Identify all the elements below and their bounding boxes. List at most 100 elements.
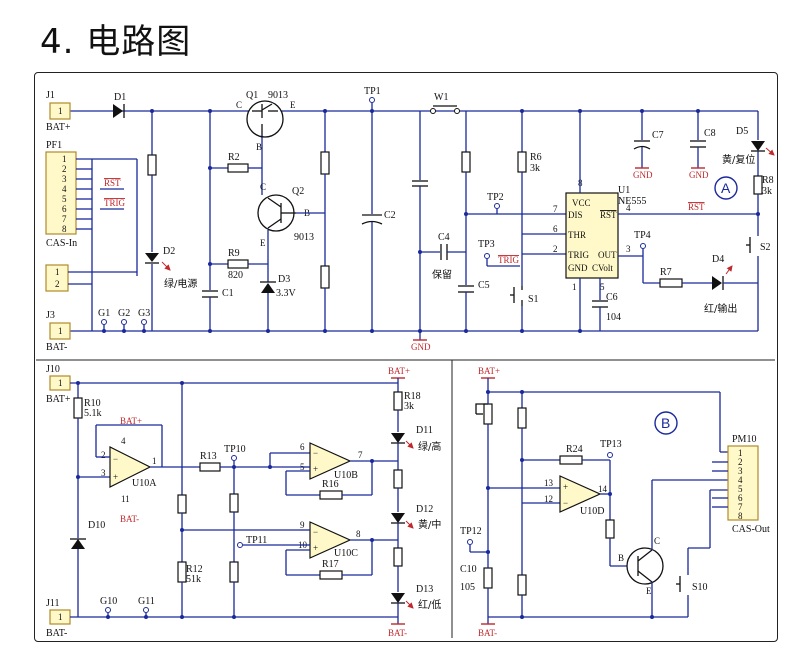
- svg-text:R6: R6: [530, 152, 542, 163]
- svg-text:BAT-: BAT-: [388, 628, 407, 638]
- svg-text:PF1: PF1: [46, 140, 62, 151]
- svg-text:C: C: [654, 536, 660, 546]
- resistor-r24: R24: [559, 444, 583, 465]
- test-point-tp11: TP11: [237, 535, 267, 548]
- test-point-tp1: TP1: [364, 86, 381, 103]
- svg-text:R8: R8: [762, 175, 774, 186]
- resistor-r7: R7: [659, 267, 683, 288]
- svg-text:4: 4: [738, 475, 743, 485]
- svg-text:D13: D13: [416, 584, 433, 595]
- svg-text:S2: S2: [760, 242, 771, 253]
- zener-d10: D10: [70, 520, 105, 549]
- svg-text:9013: 9013: [268, 90, 288, 101]
- svg-text:+: +: [563, 482, 568, 492]
- svg-text:PM10: PM10: [732, 434, 756, 445]
- svg-text:C5: C5: [478, 280, 490, 291]
- svg-text:U10A: U10A: [132, 478, 157, 489]
- svg-text:3.3V: 3.3V: [276, 288, 297, 299]
- svg-text:11: 11: [121, 494, 130, 504]
- svg-text:3: 3: [738, 466, 743, 476]
- svg-text:VCC: VCC: [572, 198, 591, 208]
- svg-text:绿/电源: 绿/电源: [164, 277, 197, 290]
- svg-text:R18: R18: [404, 391, 421, 402]
- test-point-tp3: TP3 TRIG: [478, 239, 519, 265]
- rail-bat-plus: BAT+: [388, 366, 410, 379]
- svg-text:D1: D1: [114, 92, 126, 103]
- svg-text:GND: GND: [568, 263, 588, 273]
- svg-text:E: E: [646, 586, 652, 596]
- svg-text:7: 7: [358, 450, 363, 460]
- svg-text:3k: 3k: [762, 186, 772, 197]
- svg-text:TP1: TP1: [364, 86, 381, 97]
- svg-text:U10B: U10B: [334, 470, 358, 481]
- svg-text:S1: S1: [528, 294, 539, 305]
- svg-text:3: 3: [101, 468, 106, 478]
- svg-text:红/输出: 红/输出: [704, 302, 737, 315]
- svg-text:D4: D4: [712, 254, 724, 265]
- svg-text:5: 5: [62, 194, 67, 204]
- svg-text:C2: C2: [384, 210, 396, 221]
- svg-text:TP4: TP4: [634, 230, 651, 241]
- connector-j10: J10 1 BAT+: [46, 364, 71, 405]
- svg-text:BAT+: BAT+: [478, 366, 500, 376]
- ic-u1-ne555: VCC DIS THR TRIG GND CVolt OUT RST U1 NE…: [553, 178, 646, 292]
- svg-text:5: 5: [600, 282, 605, 292]
- svg-text:A: A: [721, 180, 731, 196]
- svg-text:3k: 3k: [530, 163, 540, 174]
- capacitor-c8: C8: [690, 128, 716, 148]
- schematic-frame: [34, 72, 778, 642]
- svg-text:6: 6: [62, 204, 67, 214]
- ground-symbol: GND: [411, 339, 431, 352]
- svg-text:DIS: DIS: [568, 210, 583, 220]
- svg-text:2: 2: [553, 244, 558, 254]
- resistor-r12: R12 51k: [177, 561, 203, 585]
- svg-text:6: 6: [738, 493, 743, 503]
- svg-text:1: 1: [58, 106, 63, 116]
- bat-plus-label: BAT+: [46, 122, 71, 133]
- svg-text:4: 4: [121, 436, 126, 446]
- svg-text:C6: C6: [606, 292, 618, 303]
- j1-label: J1: [46, 90, 55, 101]
- svg-text:RST: RST: [688, 202, 705, 212]
- svg-text:1: 1: [55, 267, 60, 277]
- switch-s2: S2: [746, 237, 771, 253]
- svg-text:GND: GND: [411, 342, 431, 352]
- svg-text:B: B: [618, 553, 624, 563]
- svg-text:保留: 保留: [432, 268, 452, 281]
- svg-text:G1: G1: [98, 308, 110, 319]
- svg-text:THR: THR: [568, 230, 586, 240]
- svg-text:TP10: TP10: [224, 444, 246, 455]
- svg-text:TRIG: TRIG: [568, 250, 589, 260]
- svg-text:BAT-: BAT-: [120, 514, 139, 524]
- svg-text:6: 6: [300, 442, 305, 452]
- svg-text:13: 13: [544, 478, 554, 488]
- switch-s10: S10: [676, 576, 708, 593]
- svg-text:1: 1: [58, 378, 63, 388]
- svg-text:−: −: [313, 527, 318, 537]
- svg-text:U10C: U10C: [334, 548, 358, 559]
- opamp-u10b: − + U10B 6 5 7: [300, 442, 363, 481]
- svg-text:C4: C4: [438, 232, 450, 243]
- svg-text:D11: D11: [416, 425, 433, 436]
- zener-d3: D3 3.3V: [260, 274, 297, 299]
- svg-text:51k: 51k: [186, 574, 201, 585]
- svg-text:+: +: [313, 464, 318, 474]
- section-b-marker: B: [654, 411, 678, 435]
- svg-text:R24: R24: [566, 444, 583, 455]
- led-d2: D2 绿/电源: [145, 246, 197, 290]
- test-point-tp10: TP10: [224, 444, 246, 461]
- svg-text:C10: C10: [460, 564, 477, 575]
- test-point-tp2: TP2: [487, 192, 504, 209]
- svg-text:E: E: [260, 238, 266, 248]
- svg-text:B: B: [661, 415, 670, 431]
- svg-text:7: 7: [738, 502, 743, 512]
- led-d4: D4 红/输出: [704, 254, 737, 315]
- opamp-u10a: − + U10A 2 3 1 4 11 BAT+ BAT-: [101, 416, 157, 524]
- svg-text:BAT+: BAT+: [388, 366, 410, 376]
- rail-b-minus: BAT-: [478, 623, 497, 638]
- svg-text:TRIG: TRIG: [498, 255, 519, 265]
- svg-text:CAS-Out: CAS-Out: [732, 524, 770, 535]
- led-d12: D12 黄/中: [391, 504, 441, 531]
- svg-text:GND: GND: [689, 170, 709, 180]
- svg-text:R9: R9: [228, 248, 240, 259]
